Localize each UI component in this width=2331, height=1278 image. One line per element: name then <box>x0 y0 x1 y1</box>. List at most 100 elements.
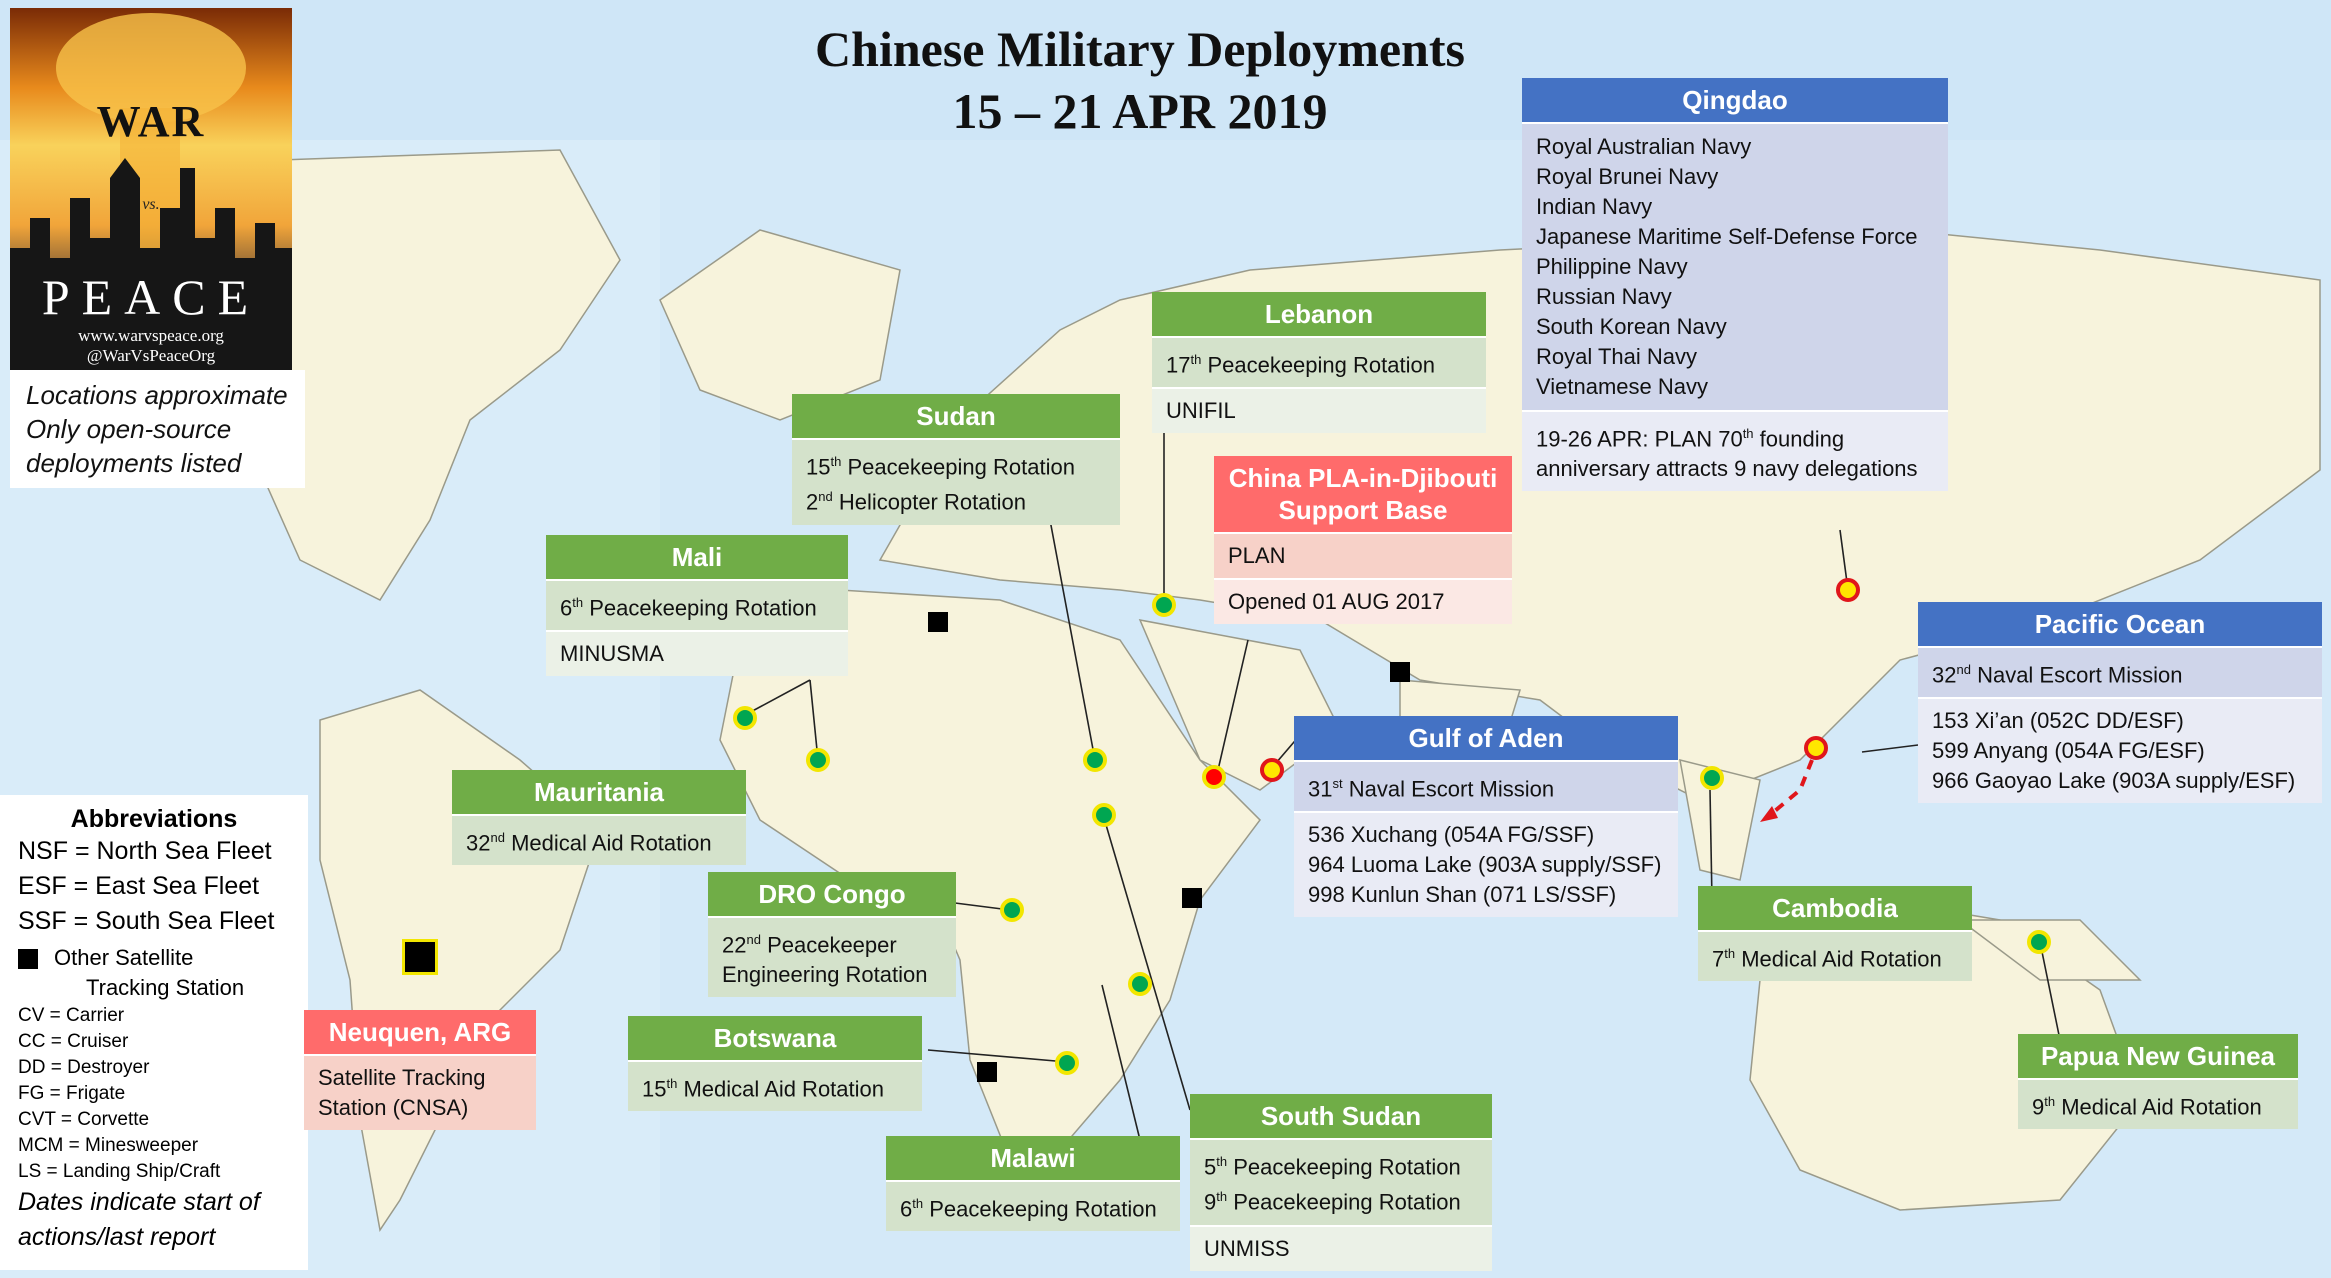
navy-item: Japanese Maritime Self-Defense Force <box>1536 224 1918 249</box>
callout-mauritania: Mauritania 32nd Medical Aid Rotation <box>452 770 746 866</box>
ordinal-suffix: th <box>1190 352 1202 367</box>
map-title: Chinese Military Deployments 15 – 21 APR… <box>760 18 1520 142</box>
rotation-text: Peacekeeping Rotation <box>1227 1189 1461 1215</box>
abbreviations-legend: Abbreviations NSF = North Sea Fleet ESF … <box>0 795 308 1270</box>
callout-header: Sudan <box>792 394 1120 438</box>
qingdao-marker[interactable] <box>1836 578 1860 602</box>
navy-item: Royal Thai Navy <box>1536 344 1697 369</box>
navy-item: Vietnamese Navy <box>1536 374 1709 399</box>
drc-marker[interactable] <box>1000 898 1024 922</box>
neuquen-station-icon[interactable] <box>402 939 438 975</box>
navy-item: South Korean Navy <box>1536 314 1727 339</box>
mission-name: MINUSMA <box>546 630 848 677</box>
ship-item: 966 Gaoyao Lake (903A supply/ESF) <box>1932 768 2296 794</box>
satellite-station-icon[interactable] <box>977 1062 997 1082</box>
rotation-rows: 15th Peacekeeping Rotation 2nd Helicopte… <box>792 438 1120 525</box>
callout-header: Pacific Ocean <box>1918 602 2322 646</box>
rotation-row: 7th Medical Aid Rotation <box>1698 930 1972 982</box>
disclaimer-notes: Locations approximate Only open-source d… <box>26 378 288 480</box>
rotation-row: 2nd Helicopter Rotation <box>806 482 1106 517</box>
pacific-ocean-marker[interactable] <box>1804 736 1828 760</box>
navy-item: Philippine Navy <box>1536 254 1688 279</box>
ordinal-suffix: st <box>1332 776 1343 791</box>
callout-header: Malawi <box>886 1136 1180 1180</box>
station-square-icon <box>18 949 38 970</box>
callout-dro-congo: DRO Congo 22nd Peacekeeper Engineering R… <box>708 872 956 998</box>
callout-header: Mali <box>546 535 848 579</box>
abbr-ship: CVT = Corvette <box>18 1109 150 1130</box>
ordinal-suffix: th <box>1216 1154 1228 1169</box>
station-line: Station (CNSA) <box>318 1095 469 1120</box>
qingdao-note: 19-26 APR: PLAN 70th founding anniversar… <box>1522 410 1948 492</box>
abbr-fleet: NSF = North Sea Fleet <box>18 837 272 865</box>
ship-item: 153 Xi’an (052C DD/ESF) <box>1932 708 2184 734</box>
rotation-text: Helicopter Rotation <box>832 489 1026 515</box>
city-skyline-icon <box>10 13 292 370</box>
satellite-station-icon[interactable] <box>1390 662 1410 682</box>
south-sudan-marker[interactable] <box>1092 803 1116 827</box>
rotation-text: Peacekeeper <box>760 932 897 958</box>
mission-name: UNMISS <box>1190 1224 1492 1271</box>
ordinal-suffix: th <box>572 595 584 610</box>
ordinal-suffix: th <box>666 1076 678 1091</box>
botswana-marker[interactable] <box>1055 1051 1079 1075</box>
papua-new-guinea-marker[interactable] <box>2027 930 2051 954</box>
callout-header: Qingdao <box>1522 78 1948 122</box>
gulf-of-aden-marker[interactable] <box>1260 758 1284 782</box>
callout-header: South Sudan <box>1190 1094 1492 1138</box>
rotation-number: 5 <box>1204 1154 1217 1180</box>
callout-header: Mauritania <box>452 770 746 814</box>
mission-text: Naval Escort Mission <box>1970 662 2183 688</box>
rotation-row: 15th Medical Aid Rotation <box>628 1060 922 1112</box>
rotation-row: 22nd Peacekeeper <box>722 925 942 960</box>
callout-mali: Mali 6th Peacekeeping Rotation MINUSMA <box>546 535 848 677</box>
navy-item: Indian Navy <box>1536 194 1653 219</box>
mission-number: 31 <box>1308 776 1333 802</box>
station-line: Satellite Tracking <box>318 1065 486 1090</box>
callout-papua-new-guinea: Papua New Guinea 9th Medical Aid Rotatio… <box>2018 1034 2298 1130</box>
mission-name: UNIFIL <box>1152 387 1486 434</box>
ordinal-suffix: th <box>1216 1189 1228 1205</box>
ordinal-suffix: th <box>2044 1094 2056 1109</box>
malawi-marker[interactable] <box>1128 972 1152 996</box>
mauritania-marker[interactable] <box>733 706 757 730</box>
djibouti-marker[interactable] <box>1202 765 1226 789</box>
rotation-text: Peacekeeping Rotation <box>583 595 817 621</box>
war-vs-peace-logo: WAR vs. PEACE www.warvspeace.org @WarVsP… <box>10 8 292 370</box>
callout-header: DRO Congo <box>708 872 956 916</box>
satellite-station-icon[interactable] <box>1182 888 1202 908</box>
logo-peace-text: PEACE <box>41 269 261 325</box>
callout-header: Papua New Guinea <box>2018 1034 2298 1078</box>
logo-website: www.warvspeace.org @WarVsPeaceOrg <box>10 326 292 366</box>
abbreviations-heading: Abbreviations <box>70 805 238 833</box>
rotation-text: Peacekeeping Rotation <box>1201 352 1435 378</box>
rotation-text: Medical Aid Rotation <box>677 1076 884 1102</box>
ordinal-suffix: nd <box>490 830 505 845</box>
note-text: founding <box>1753 426 1845 452</box>
lebanon-marker[interactable] <box>1152 593 1176 617</box>
ordinal-suffix: nd <box>818 489 833 505</box>
sudan-marker[interactable] <box>1083 748 1107 772</box>
callout-south-sudan: South Sudan 5th Peacekeeping Rotation 9t… <box>1190 1094 1492 1271</box>
navy-list: Royal Australian Navy Royal Brunei Navy … <box>1522 122 1948 410</box>
rotation-number: 17 <box>1166 352 1191 378</box>
title-line2: 15 – 21 APR 2019 <box>952 83 1328 139</box>
navy-item: Russian Navy <box>1536 284 1672 309</box>
rotation-number: 6 <box>560 595 573 621</box>
logo-url: www.warvspeace.org <box>78 326 224 345</box>
rotation-number: 9 <box>2032 1094 2045 1120</box>
abbr-ship: CC = Cruiser <box>18 1031 129 1052</box>
callout-qingdao: Qingdao Royal Australian Navy Royal Brun… <box>1522 78 1948 492</box>
ship-item: 998 Kunlun Shan (071 LS/SSF) <box>1308 882 1617 908</box>
note-line: Locations approximate <box>26 380 288 410</box>
rotation-number: 22 <box>722 932 747 958</box>
satellite-station-icon[interactable] <box>928 612 948 632</box>
abbr-ship: MCM = Minesweeper <box>18 1135 199 1156</box>
legend-station-line1: Other Satellite <box>54 945 194 970</box>
mali-marker[interactable] <box>806 748 830 772</box>
callout-header: Botswana <box>628 1016 922 1060</box>
abbr-ship: DD = Destroyer <box>18 1057 150 1078</box>
rotation-number: 9 <box>1204 1189 1217 1215</box>
cambodia-marker[interactable] <box>1700 766 1724 790</box>
callout-lebanon: Lebanon 17th Peacekeeping Rotation UNIFI… <box>1152 292 1486 434</box>
